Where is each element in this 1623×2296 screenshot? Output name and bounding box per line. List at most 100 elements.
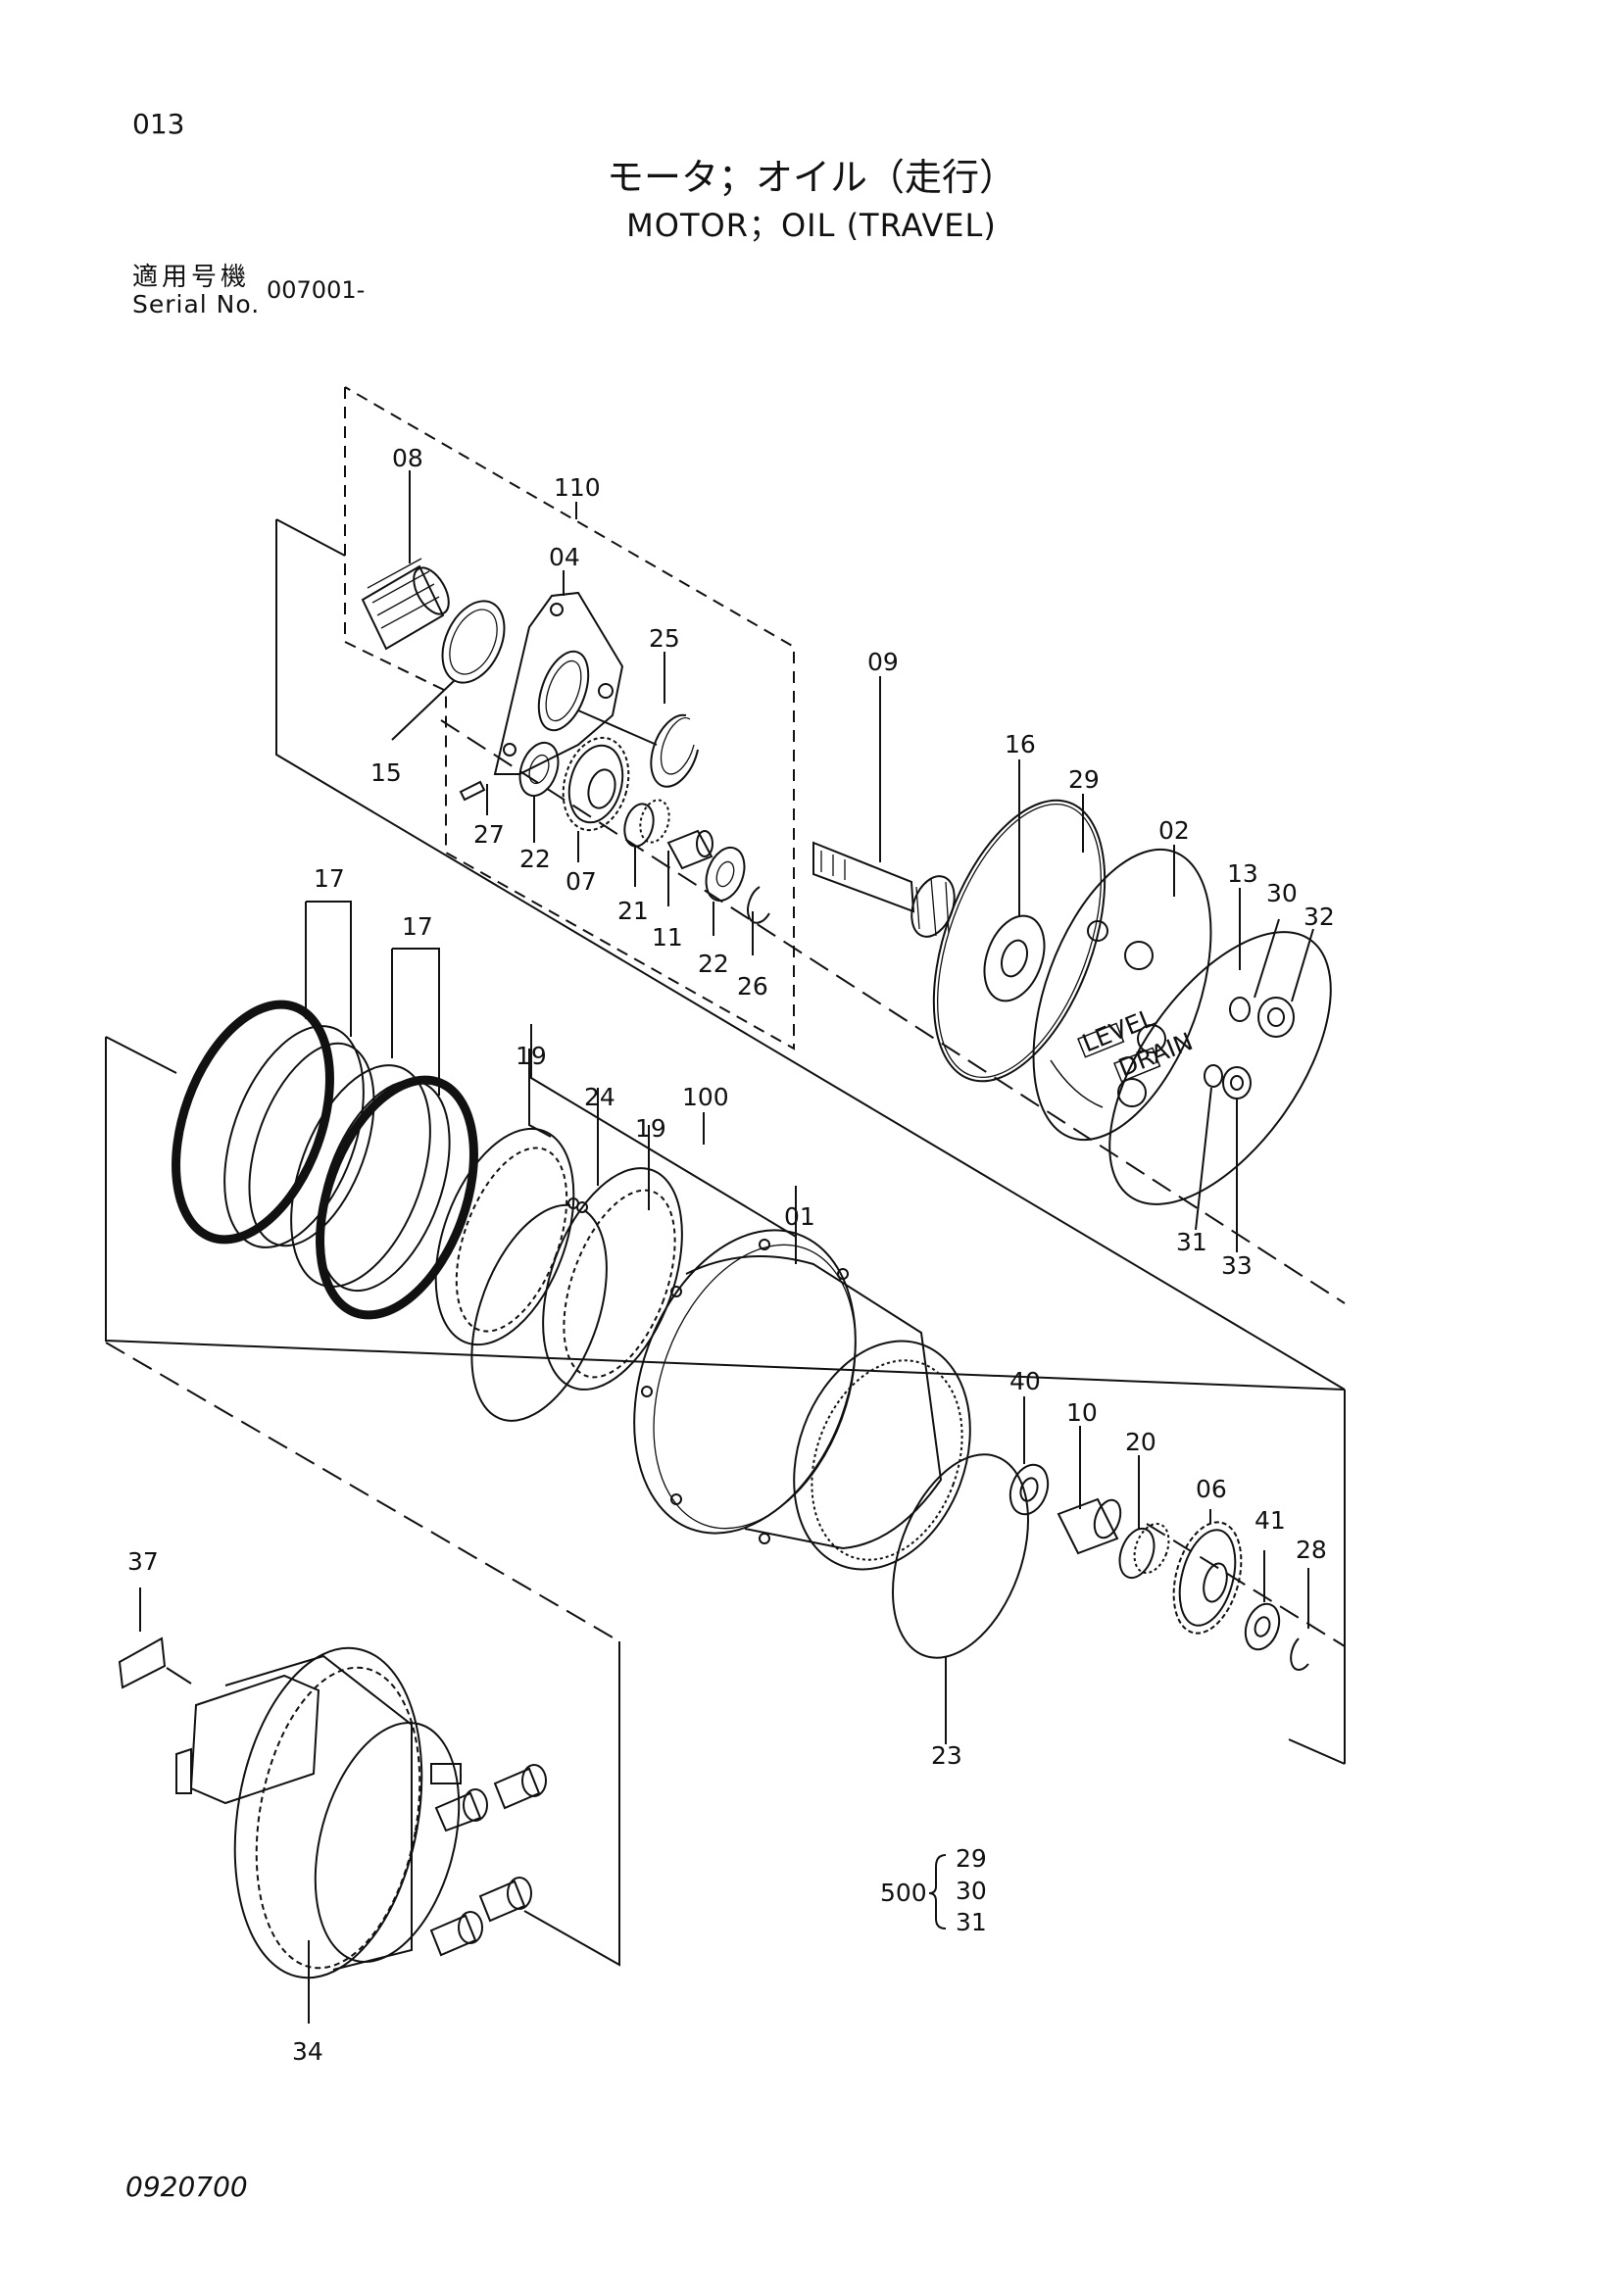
washer-22-lower [705, 846, 746, 903]
snap-ring-25 [650, 713, 699, 788]
callout-22-lower: 22 [698, 950, 729, 978]
callout-31: 31 [1176, 1228, 1207, 1256]
retaining-ring-23 [892, 1453, 1029, 1659]
kit-500-callout: 500 29 30 31 [880, 1844, 987, 1936]
callout-29: 29 [1068, 765, 1100, 794]
callout-06: 06 [1196, 1475, 1227, 1503]
o-ring-30 [1229, 997, 1251, 1022]
spline-gear-08 [361, 558, 450, 651]
lower-assembly-top [105, 1036, 177, 1074]
callout-07: 07 [566, 867, 597, 896]
callout-13: 13 [1227, 859, 1258, 888]
leader-30 [1254, 918, 1280, 999]
shaft-09 [812, 841, 956, 938]
group-100-boundary [530, 1024, 797, 1239]
callout-23: 23 [931, 1741, 962, 1770]
callout-25: 25 [649, 624, 680, 653]
needle-bearing-20 [1118, 1522, 1170, 1580]
callout-28: 28 [1296, 1536, 1327, 1564]
washer-22-upper [518, 741, 560, 798]
pin-27 [459, 780, 486, 802]
document-number: 0920700 [125, 2171, 248, 2203]
callout-100: 100 [682, 1083, 729, 1111]
motor-bolts [429, 1764, 547, 1957]
callout-19-right: 19 [635, 1114, 666, 1143]
kit-item-30: 30 [956, 1877, 987, 1905]
leader-19a [528, 1049, 552, 1138]
callout-17-left: 17 [314, 864, 345, 893]
callout-110: 110 [554, 473, 601, 502]
callout-labels: 08 110 04 25 15 27 22 07 21 11 22 26 09 … [127, 444, 1335, 2066]
angular-bearing-19a [434, 1127, 575, 1346]
o-ring-31 [1204, 1064, 1223, 1088]
leader-17b [392, 948, 440, 1096]
group-110-boundary [344, 386, 795, 1050]
callout-40: 40 [1009, 1367, 1041, 1395]
o-ring-29 [932, 799, 1107, 1083]
leader-25-link [577, 709, 658, 746]
plug-33 [1222, 1066, 1252, 1099]
page-number: 013 [132, 108, 185, 140]
callout-01: 01 [784, 1202, 815, 1231]
leader-31 [1195, 1087, 1212, 1231]
shaft-assembly-diagonal [440, 719, 1346, 1304]
kit-500-number: 500 [880, 1879, 927, 1907]
callout-22-upper: 22 [519, 845, 551, 873]
callout-11: 11 [652, 923, 683, 952]
planet-gear-07 [562, 736, 630, 832]
page-title-japanese: モータ；オイル（走行） [606, 156, 1016, 199]
callout-15: 15 [370, 758, 402, 787]
callout-27: 27 [473, 820, 505, 849]
callout-34: 34 [292, 2037, 323, 2066]
thrust-washer-41 [1244, 1602, 1281, 1651]
spacer-11 [666, 829, 713, 870]
callout-09: 09 [867, 648, 899, 676]
floating-seal-17b [290, 1064, 478, 1320]
planet-gear-06 [1172, 1521, 1243, 1635]
leader-32 [1291, 928, 1314, 1002]
callout-08: 08 [392, 444, 423, 472]
callout-17-right: 17 [402, 912, 433, 941]
serial-label-japanese: 適用号機 [132, 263, 251, 292]
snap-ring-28 [1290, 1637, 1309, 1671]
snap-ring-26 [747, 886, 770, 924]
callout-32: 32 [1303, 903, 1335, 931]
hub-01 [633, 1229, 971, 1571]
kit-item-29: 29 [956, 1844, 987, 1873]
retaining-ring-24 [470, 1197, 608, 1422]
name-plate-37 [118, 1637, 167, 1689]
floating-seal-17a [172, 1000, 375, 1248]
leader-15 [391, 680, 455, 741]
callout-26: 26 [737, 972, 768, 1001]
angular-bearing-19b [542, 1167, 683, 1391]
flange-plate-04 [493, 591, 624, 775]
needle-bearing-21 [623, 799, 670, 848]
kit-item-31: 31 [956, 1908, 987, 1936]
lower-assembly-dash-right [1146, 1523, 1346, 1647]
callout-04: 04 [549, 543, 580, 571]
leader-17a [306, 901, 352, 1037]
bearing-16 [983, 914, 1046, 1002]
serial-range: 007001- [267, 276, 366, 304]
page-title-english: MOTOR；OIL (TRAVEL) [626, 207, 997, 244]
callout-20: 20 [1125, 1428, 1156, 1456]
lower-assembly-dash-left [105, 1342, 620, 1642]
lower-assembly-bottom [1288, 1738, 1346, 1765]
o-ring-15 [441, 600, 506, 684]
callout-37: 37 [127, 1547, 159, 1576]
thrust-plate-40 [1008, 1463, 1050, 1516]
shaft-assembly-outline [275, 519, 1346, 1391]
shaft-assembly-top-edge [275, 518, 346, 557]
lower-assembly-outline [105, 1037, 1346, 1391]
serial-label-english: Serial No. [132, 290, 261, 318]
callout-21: 21 [617, 897, 649, 925]
callout-30: 30 [1266, 879, 1298, 907]
callout-19-left: 19 [516, 1042, 547, 1070]
nameplate-to-motor [166, 1667, 192, 1685]
spacer-10 [1057, 1497, 1122, 1555]
kit-500-brace [928, 1854, 947, 1930]
callout-02: 02 [1158, 816, 1190, 845]
callout-10: 10 [1066, 1398, 1098, 1427]
callout-24: 24 [584, 1083, 615, 1111]
